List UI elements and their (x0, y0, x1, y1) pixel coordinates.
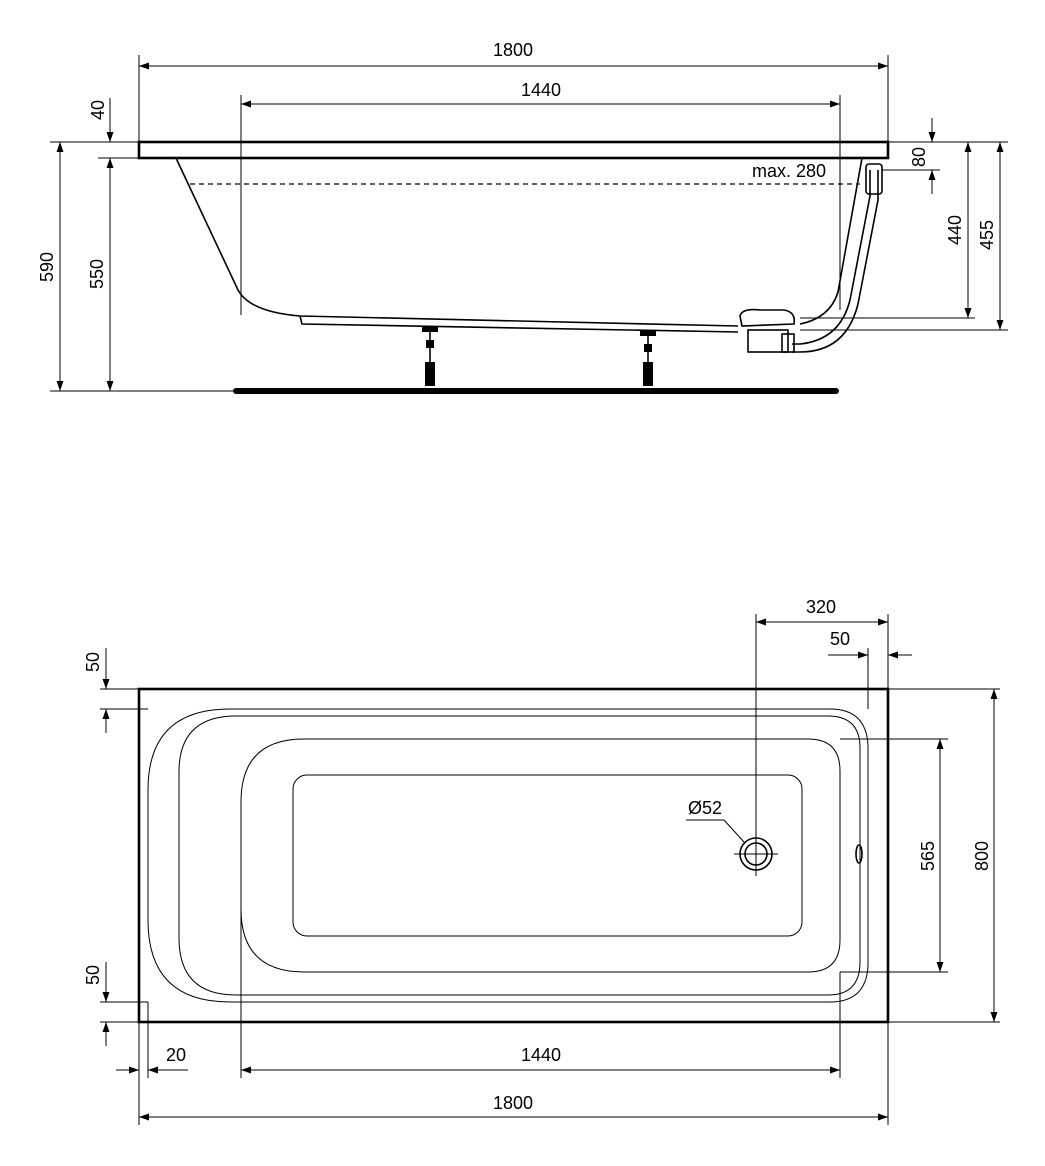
waste-outlet (781, 333, 795, 353)
dim-bottom-rim: 50 (83, 965, 103, 985)
side-extension-lines (50, 55, 1008, 392)
diameter-leader (686, 819, 745, 843)
side-tub-outline (137, 140, 890, 353)
dim-inner-width: 565 (918, 841, 938, 871)
top-dimension-lines (102, 618, 998, 1121)
overflow-fitting (865, 163, 883, 195)
tub-body-right (799, 157, 863, 325)
tub-floor-flat (292, 774, 803, 937)
waste-trap-body (747, 329, 789, 353)
bowl-outer-edge (147, 708, 869, 1003)
tub-rim (137, 140, 890, 160)
bowl-inner-edge (178, 715, 861, 996)
dim-overflow-drop: 80 (909, 147, 929, 167)
dim-overall-height: 590 (37, 252, 57, 282)
dim-top-overall-length: 1800 (493, 1093, 533, 1113)
waste-trap-top (739, 308, 796, 327)
leg-left (422, 326, 438, 386)
top-view: 320 50 50 Ø52 565 800 50 20 1440 1800 (83, 597, 1000, 1125)
tub-base-plate (299, 315, 739, 333)
overflow-hole (855, 844, 863, 864)
adjustable-legs (233, 326, 839, 394)
dim-side-overall-length: 1800 (493, 40, 533, 60)
dim-overall-width: 800 (972, 841, 992, 871)
side-dimension-lines (56, 62, 1004, 391)
dim-depth-to-waste: 455 (977, 220, 997, 250)
dim-max-water-depth: max. 280 (752, 161, 826, 181)
dim-overflow-offset: 50 (830, 629, 850, 649)
dim-rim-thickness: 40 (88, 100, 108, 120)
overflow-pipe-outer (792, 170, 871, 345)
tub-body-left (175, 157, 739, 327)
dim-body-height: 550 (87, 259, 107, 289)
dim-side-inner-length: 1440 (521, 80, 561, 100)
dim-top-rim: 50 (83, 652, 103, 672)
tub-floor-edge (240, 738, 841, 973)
dim-waste-offset: 320 (806, 597, 836, 617)
dim-top-inner-length: 1440 (521, 1045, 561, 1065)
overflow-pipe-inner (792, 170, 879, 353)
side-view: 1800 1440 40 590 550 max. 280 80 440 455 (37, 40, 1008, 394)
leg-right (640, 330, 656, 386)
dim-end-rim: 20 (166, 1045, 186, 1065)
top-tub-outline (137, 687, 890, 1024)
top-extension-lines (100, 614, 1000, 1125)
dim-waste-diameter: Ø52 (688, 798, 722, 818)
dim-inner-depth: 440 (945, 215, 965, 245)
